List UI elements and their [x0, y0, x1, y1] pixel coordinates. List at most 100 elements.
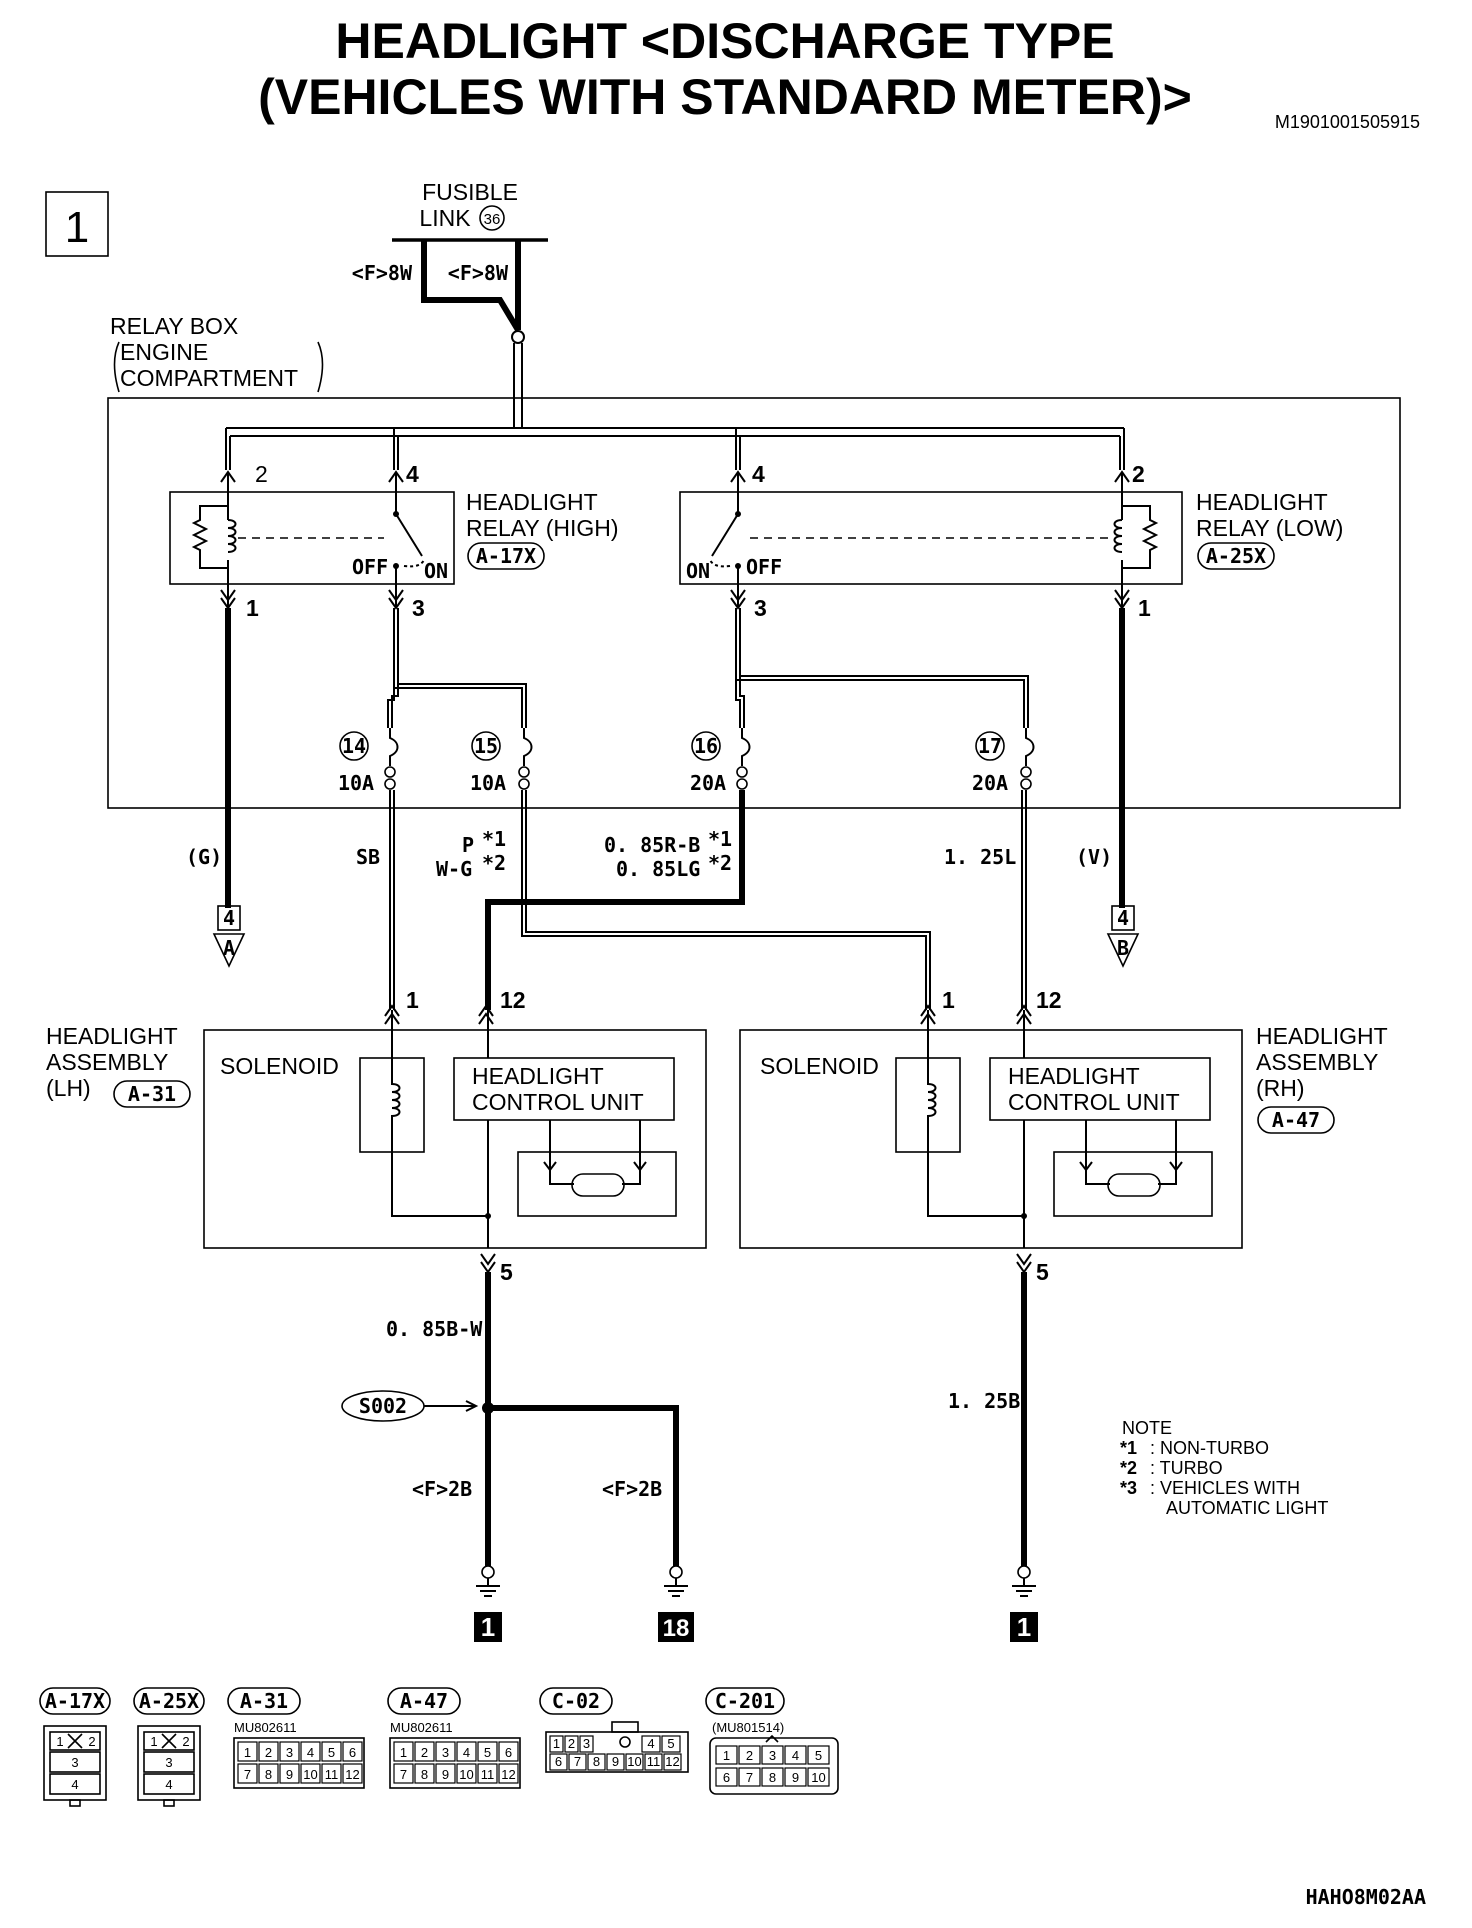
ground-terminal-icon [1017, 1565, 1031, 1579]
connector-pin-number: 3 [286, 1745, 293, 1760]
connector-pin-number: 2 [746, 1748, 753, 1763]
connector-cell [49, 1731, 101, 1751]
connector-pin-number: 3 [583, 1736, 590, 1751]
ground-terminal-icon [669, 1565, 683, 1579]
relay-box-label-3: COMPARTMENT [120, 365, 298, 391]
note-text-3-line-2: AUTOMATIC LIGHT [1166, 1498, 1328, 1518]
wire-sb [389, 790, 395, 1010]
wire-label-p-mark: *1 [482, 827, 506, 851]
fuse-17-number: 17 [978, 734, 1002, 758]
wire-label-f2b-left: <F>2B [412, 1477, 472, 1501]
connector-pin-icon [511, 330, 525, 344]
assembly-rh-bulb-leads [1079, 1120, 1183, 1185]
note-text-1: : NON-TURBO [1150, 1438, 1269, 1458]
connector-cell [738, 1745, 761, 1765]
ground-number-badge [474, 1612, 502, 1642]
connector-pin-number: 4 [307, 1745, 314, 1760]
connector-c-201-label: C-201 [715, 1689, 775, 1713]
connector-cell [143, 1773, 195, 1795]
wire-r-b-lg [485, 790, 745, 1010]
connector-pin-number: 6 [555, 1754, 562, 1769]
connector-pin-number: 12 [501, 1767, 515, 1782]
relay-high-connector: A-17X [476, 544, 536, 568]
fusible-link-number-circle [479, 205, 505, 231]
fuse-14-rating: 10A [338, 771, 374, 795]
connector-cell [279, 1741, 300, 1762]
connector-pin-number: 2 [421, 1745, 428, 1760]
connector-c-02-label: C-02 [552, 1689, 600, 1713]
connector-pin-number: 11 [481, 1767, 495, 1782]
connector-latch-icon [69, 1799, 81, 1807]
assembly-lh-pin-12: 12 [500, 987, 526, 1013]
headlight-assembly-lh [203, 1029, 707, 1249]
connector-cell [342, 1741, 363, 1762]
relay-low-bottom-arrow-icons [730, 589, 1130, 610]
note-mark-1: *1 [1120, 1438, 1137, 1458]
connector-pin-number: 12 [345, 1767, 359, 1782]
note-text-2: : TURBO [1150, 1458, 1223, 1478]
connector-pin-number: 7 [746, 1770, 753, 1785]
fuse-15-terminal-icon-2 [518, 778, 530, 790]
fuse-14: 14 10A [338, 728, 399, 795]
fuse-number-circle [975, 731, 1005, 761]
connector-pin-number: 9 [792, 1770, 799, 1785]
connector-a-31-housing [233, 1737, 365, 1789]
connector-pin-number: 3 [442, 1745, 449, 1760]
relay-box [107, 397, 1401, 809]
connector-cell [625, 1753, 644, 1771]
assembly-lh-control-unit [453, 1057, 675, 1121]
fusible-link-number: 36 [484, 211, 501, 228]
discharge-bulb-icon [571, 1173, 625, 1197]
offpage-arrow-icon [212, 933, 246, 968]
connector-cell [237, 1741, 258, 1762]
connector-pin-number: 4 [792, 1748, 799, 1763]
relay-low-pin-3: 3 [754, 595, 767, 621]
relay-high-switch-icon [395, 492, 423, 557]
connector-cell [498, 1763, 519, 1784]
connector-cell [807, 1745, 830, 1765]
fuse-15-rating: 10A [470, 771, 506, 795]
assembly-rh-control-unit-label-2: CONTROL UNIT [1008, 1089, 1180, 1115]
connector-pin-number: 7 [574, 1754, 581, 1769]
relay-high-top-leads [227, 472, 397, 492]
assembly-lh-bulb-box [517, 1151, 677, 1217]
connector-view-a-17x: A-17X 1 2 3 4 [39, 1687, 111, 1807]
fuse-15-terminal-icon [518, 766, 530, 778]
connector-cell [549, 1753, 568, 1771]
relay-high-bottom-leads [227, 584, 397, 608]
connector-pin-number: 1 [553, 1736, 560, 1751]
relay-low-name: HEADLIGHT [1196, 489, 1328, 515]
splice-pointer-arrow-icon [424, 1400, 479, 1412]
fuse-14-terminal-icon [384, 766, 396, 778]
connector-cell [321, 1763, 342, 1784]
connector-pin-number: 1 [244, 1745, 251, 1760]
fuse-15: 15 10A [470, 728, 533, 795]
ground-icon [664, 1578, 688, 1597]
assembly-rh-label: HEADLIGHT [1256, 1023, 1388, 1049]
assembly-lh-control-unit-label: HEADLIGHT [472, 1063, 604, 1089]
assembly-rh-bulb-box [1053, 1151, 1213, 1217]
assembly-rh-pin-1: 1 [942, 987, 955, 1013]
assembly-lh-input-leads [391, 1010, 489, 1030]
assembly-lh-input-arrow-icons [384, 1004, 494, 1025]
connector-pin-number: 8 [769, 1770, 776, 1785]
fuse-16-rating: 20A [690, 771, 726, 795]
discharge-bulb-icon [1107, 1173, 1161, 1197]
fusible-link-label-2: LINK [419, 205, 471, 231]
wire-label-sb: SB [356, 845, 380, 869]
fuse-17-terminal-icon [1020, 766, 1032, 778]
relay-box-label-brackets [113, 341, 324, 393]
relay-low-connector: A-25X [1206, 544, 1266, 568]
ground-point-1-left: 1 [474, 1565, 502, 1642]
relay-high-switch-pivot-icon [393, 511, 399, 517]
splice-s002-label: S002 [359, 1394, 407, 1418]
connector-cell [477, 1763, 498, 1784]
connector-pin-number: 10 [811, 1770, 825, 1785]
headlight-assembly-rh [739, 1029, 1243, 1249]
connector-c-02-housing [545, 1731, 689, 1773]
wire-label-p: P [462, 833, 474, 857]
